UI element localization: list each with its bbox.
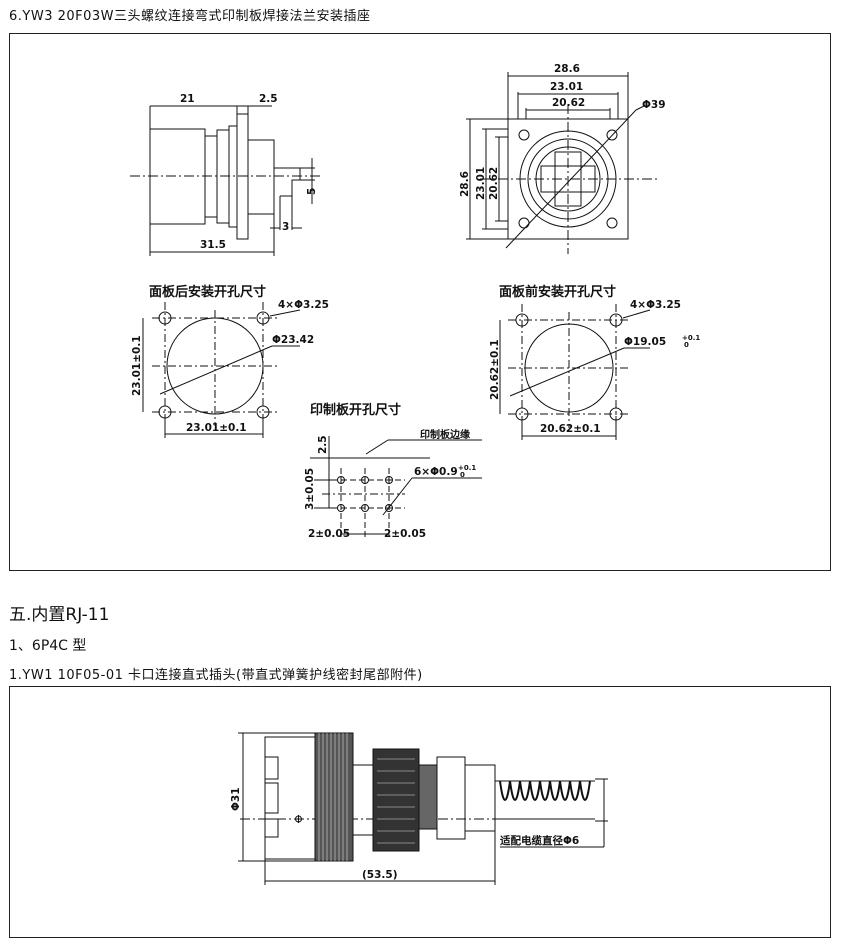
dim-21: 21 <box>180 93 195 105</box>
front-hdim: 20.62±0.1 <box>540 423 601 435</box>
dimension-lines <box>238 732 496 885</box>
coupling-nut <box>352 748 420 852</box>
dim-5: 5 <box>306 188 318 195</box>
drawing1: 21 2.5 5 3 31.5 28.6 23.01 20.62 Φ39 28.… <box>130 63 700 540</box>
front-dia-tol-low: 0 <box>684 341 689 349</box>
dim-length: (53.5) <box>362 869 398 881</box>
rear-holes: 4×Φ3.25 <box>278 299 329 311</box>
knurl-texture <box>318 733 415 861</box>
front-vdim: 20.62±0.1 <box>489 339 501 400</box>
dim-28-6-v: 28.6 <box>459 171 471 197</box>
dim-23-01-v: 23.01 <box>475 167 487 200</box>
drawing2: Φ31 (53.5) 适配电缆直径Φ6 <box>230 732 608 885</box>
pcb-holes-tol-low: 0 <box>460 471 465 479</box>
section6-heading: 6.YW3 20F03W三头螺纹连接弯式印制板焊接法兰安装插座 <box>9 9 371 24</box>
dim-28-6-h: 28.6 <box>554 63 580 75</box>
front-view <box>466 72 660 254</box>
dim-31-5: 31.5 <box>200 239 226 251</box>
section5-heading: 五.内置RJ-11 <box>9 605 110 625</box>
pcb-holes-tol: +0.1 <box>458 464 476 472</box>
dim-2-5: 2.5 <box>259 93 278 105</box>
drawing1-frame: 21 2.5 5 3 31.5 28.6 23.01 20.62 Φ39 28.… <box>9 33 831 571</box>
pcb-edge: 印制板边缘 <box>420 428 470 441</box>
spring-guard <box>495 778 608 848</box>
front-dia: Φ19.05 <box>624 336 666 348</box>
front-panel-cutout <box>499 304 651 440</box>
pcb-cutout <box>310 436 482 540</box>
pcb-d3: 3±0.05 <box>304 468 316 510</box>
type-heading: 1、6P4C 型 <box>9 638 87 654</box>
drawing2-frame: Φ31 (53.5) 适配电缆直径Φ6 <box>9 686 831 938</box>
dim-phi31: Φ31 <box>230 787 242 811</box>
front-panel-title: 面板前安装开孔尺寸 <box>499 284 616 300</box>
dim-3: 3 <box>282 221 289 233</box>
threaded-section <box>418 756 496 840</box>
cable-label: 适配电缆直径Φ6 <box>500 834 579 847</box>
product1-heading: 1.YW1 10F05-01 卡口连接直式插头(带直式弹簧护线密封尾部附件) <box>9 668 423 683</box>
dim-20-62-h: 20.62 <box>552 97 585 109</box>
front-dia-tol: +0.1 <box>682 334 700 342</box>
pcb-dx1: 2±0.05 <box>308 528 350 540</box>
dim-23-01-h: 23.01 <box>550 81 583 93</box>
rear-vdim: 23.01±0.1 <box>131 335 143 396</box>
rear-dia: Φ23.42 <box>272 334 314 346</box>
side-view <box>130 105 320 256</box>
rear-panel-cutout <box>142 302 301 438</box>
pcb-title: 印制板开孔尺寸 <box>310 402 401 418</box>
dim-phi39: Φ39 <box>642 99 666 111</box>
pcb-dx2: 2±0.05 <box>384 528 426 540</box>
rear-hdim: 23.01±0.1 <box>186 422 247 434</box>
dim-20-62-v: 20.62 <box>488 167 500 200</box>
pcb-d2-5: 2.5 <box>317 435 329 454</box>
pcb-holes: 6×Φ0.9 <box>414 466 458 478</box>
rear-panel-title: 面板后安装开孔尺寸 <box>149 284 266 300</box>
front-holes: 4×Φ3.25 <box>630 299 681 311</box>
